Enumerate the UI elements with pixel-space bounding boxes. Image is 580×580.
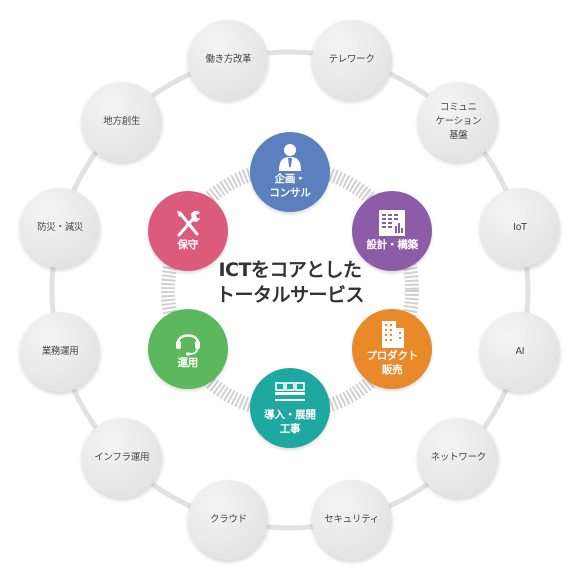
outer-item-infra-operation: インフラ運用 <box>81 418 162 499</box>
outer-item-disaster-prevention: 防災・減災 <box>20 188 101 269</box>
center-title: ICTをコアとした トータルサービス <box>215 259 365 306</box>
outer-item-label: セキュリティ <box>324 513 379 525</box>
outer-item-label: コミュニ ケーション 基盤 <box>435 101 482 141</box>
outer-item-communication-platform: コミュニ ケーション 基盤 <box>418 81 499 162</box>
outer-item-label: テレワーク <box>328 54 375 66</box>
outer-item-label: AI <box>515 345 525 357</box>
inner-item-planning-consulting: 企画・ コンサル <box>250 132 330 212</box>
outer-item-network: ネットワーク <box>418 418 499 499</box>
headset-icon <box>175 334 200 356</box>
building-icon <box>382 321 405 348</box>
inner-item-deployment-construction: 導入・展開 工事 <box>250 368 330 448</box>
outer-item-label: インフラ運用 <box>94 452 150 464</box>
inner-item-label: 企画・ コンサル <box>269 173 311 199</box>
computers-icon <box>275 382 305 401</box>
inner-item-label: 保守 <box>177 239 199 251</box>
outer-item-telework: テレワーク <box>311 20 392 101</box>
outer-item-security: セキュリティ <box>311 479 392 560</box>
inner-item-label: 導入・展開 工事 <box>264 409 316 435</box>
person-icon <box>279 144 301 171</box>
outer-item-label: クラウド <box>209 513 247 525</box>
inner-item-label: 設計・構築 <box>366 239 418 251</box>
outer-item-label: 防災・減災 <box>37 222 84 234</box>
outer-item-label: ネットワーク <box>430 452 487 464</box>
outer-item-label: 働き方改革 <box>205 54 252 66</box>
outer-item-ai: AI <box>479 311 560 392</box>
inner-item-maintenance: 保守 <box>147 191 228 271</box>
inner-item-label: プロダクト 販売 <box>366 350 418 376</box>
outer-item-regional-revitalization: 地方創生 <box>81 81 162 162</box>
outer-ring-line <box>49 49 531 531</box>
outer-item-label: IoT <box>513 222 527 234</box>
outer-item-work-style-reform: 働き方改革 <box>188 20 269 101</box>
tools-icon <box>176 210 200 237</box>
outer-item-cloud: クラウド <box>188 479 269 560</box>
outer-item-label: 地方創生 <box>103 115 141 127</box>
inner-item-product-sales: プロダクト 販売 <box>352 309 433 389</box>
inner-item-label: 運用 <box>177 357 199 369</box>
inner-item-design-build: 設計・構築 <box>352 191 433 271</box>
outer-item-iot: IoT <box>479 188 560 269</box>
inner-item-operation: 運用 <box>147 309 228 389</box>
document-chart-icon <box>379 210 406 236</box>
inner-dashed-ring <box>161 161 419 419</box>
outer-item-business-operation: 業務運用 <box>20 311 101 392</box>
outer-item-label: 業務運用 <box>41 345 79 357</box>
